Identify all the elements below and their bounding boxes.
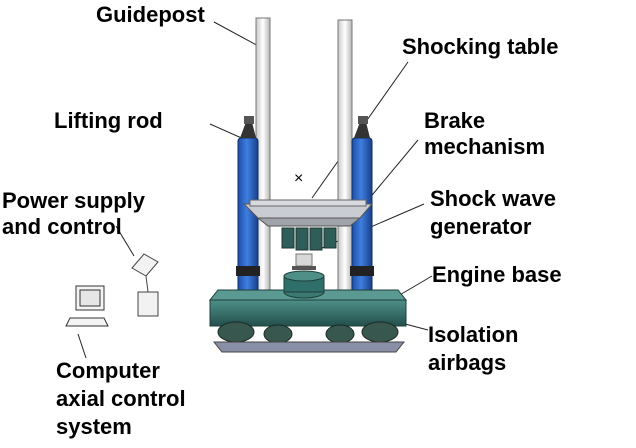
label-engine-base: Engine base [432, 262, 562, 287]
label-computer-line-2: axial control [56, 386, 186, 411]
label-guidepost: Guidepost [96, 2, 205, 27]
leader-engine-base [397, 275, 433, 297]
computer-icon [65, 285, 109, 327]
leader-guidepost [213, 21, 263, 49]
engine-base [208, 270, 408, 327]
center-mark: × [294, 170, 304, 187]
label-shock-line-1: Shock wave [430, 186, 556, 211]
label-brake-line-1: Brake [424, 108, 486, 133]
label-lifting-rod: Lifting rod [54, 108, 163, 133]
label-computer-line-3: system [56, 414, 132, 439]
label-shock-line-2: generator [430, 214, 532, 239]
label-power-line-1: Power supply [2, 188, 146, 213]
guideposts [255, 17, 353, 297]
leader-lifting-rod [209, 123, 247, 141]
shocking-table [242, 199, 374, 227]
label-isolation-line-1: Isolation [428, 322, 519, 347]
label-isolation-line-2: airbags [428, 350, 507, 375]
isolation-airbags [212, 321, 406, 353]
leader-power-supply [115, 225, 135, 257]
leader-computer [77, 333, 87, 359]
label-brake-line-2: mechanism [424, 134, 546, 159]
label-power-line-2: and control [2, 214, 122, 239]
label-shocking-table: Shocking table [402, 34, 559, 59]
label-computer-line-1: Computer [56, 358, 160, 383]
shock-wave-generator [281, 227, 337, 270]
power-supply-unit [131, 253, 159, 317]
